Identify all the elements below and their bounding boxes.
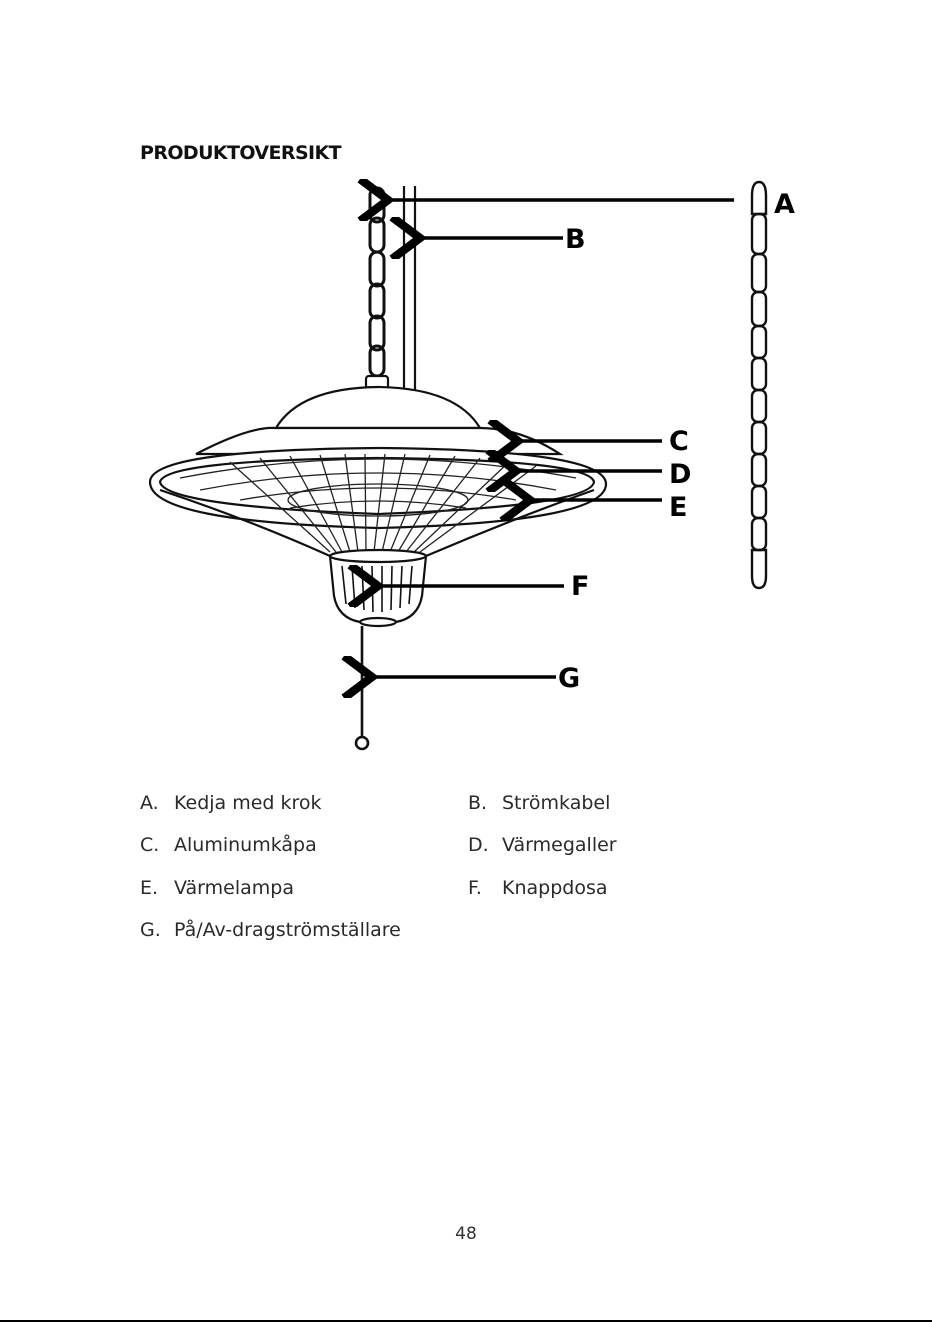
legend-item-g: G.På/Av-dragströmställare bbox=[140, 919, 401, 941]
hanging-chain bbox=[370, 188, 384, 376]
legend-letter: G. bbox=[140, 919, 174, 941]
legend-item-f: F.Knappdosa bbox=[468, 877, 608, 899]
legend-text: Värmelampa bbox=[174, 877, 294, 899]
legend-letter: D. bbox=[468, 834, 502, 856]
legend-letter: A. bbox=[140, 792, 174, 814]
page-number: 48 bbox=[0, 1224, 932, 1244]
legend-text: På/Av-dragströmställare bbox=[174, 919, 401, 941]
legend-text: Knappdosa bbox=[502, 877, 608, 899]
legend-item-e: E.Värmelampa bbox=[140, 877, 294, 899]
legend-text: Värmegaller bbox=[502, 834, 617, 856]
pull-switch bbox=[356, 626, 368, 749]
callout-f: F bbox=[571, 571, 589, 602]
control-box bbox=[330, 550, 426, 626]
legend-text: Strömkabel bbox=[502, 792, 610, 814]
callout-a: A bbox=[774, 189, 795, 220]
spare-chain bbox=[752, 182, 766, 588]
heater-body bbox=[150, 376, 606, 528]
legend-item-a: A.Kedja med krok bbox=[140, 792, 322, 814]
power-cable bbox=[404, 186, 415, 392]
legend-item-b: B.Strömkabel bbox=[468, 792, 610, 814]
callout-e: E bbox=[669, 492, 687, 523]
legend-letter: C. bbox=[140, 834, 174, 856]
callout-d: D bbox=[669, 459, 691, 490]
legend-item-c: C.Aluminumkåpa bbox=[140, 834, 317, 856]
legend-letter: B. bbox=[468, 792, 502, 814]
callout-c: C bbox=[669, 426, 689, 457]
callout-g: G bbox=[558, 663, 580, 694]
legend-text: Aluminumkåpa bbox=[174, 834, 317, 856]
legend-letter: F. bbox=[468, 877, 502, 899]
legend-item-d: D.Värmegaller bbox=[468, 834, 617, 856]
legend-letter: E. bbox=[140, 877, 174, 899]
legend-text: Kedja med krok bbox=[174, 792, 322, 814]
bottom-rule bbox=[0, 1320, 932, 1322]
callout-b: B bbox=[565, 224, 586, 255]
